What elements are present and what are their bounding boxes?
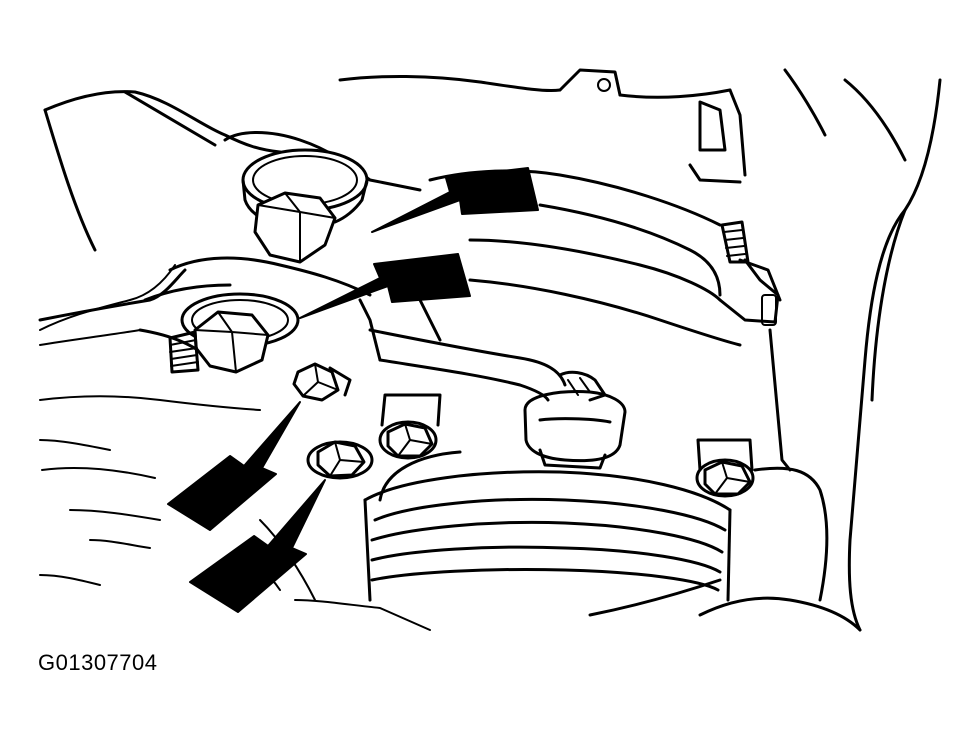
- arrow-upper-bolt: [371, 167, 539, 233]
- electrical-connector: [523, 390, 627, 470]
- compressor-bolt-right: [695, 438, 755, 498]
- locating-pin: [168, 330, 200, 374]
- compressor-bolt-left: [378, 393, 442, 460]
- lower-edges: [588, 578, 862, 632]
- arrow-middle-bolt: [299, 253, 471, 319]
- arrow-small-bolt-lower: [189, 479, 326, 613]
- mounting-bracket: [38, 131, 782, 362]
- compressor-pulley: [363, 450, 732, 602]
- figure-code: G01307704: [38, 650, 158, 675]
- housing-outline: [43, 68, 942, 632]
- small-bolt-upper: [292, 362, 352, 402]
- arrow-small-bolt-upper: [167, 401, 301, 531]
- upper-mounting-bolt: [241, 148, 369, 264]
- small-bolt-lower: [306, 440, 374, 480]
- hose-pipe: [368, 328, 607, 402]
- middle-mounting-bolt: [180, 292, 300, 374]
